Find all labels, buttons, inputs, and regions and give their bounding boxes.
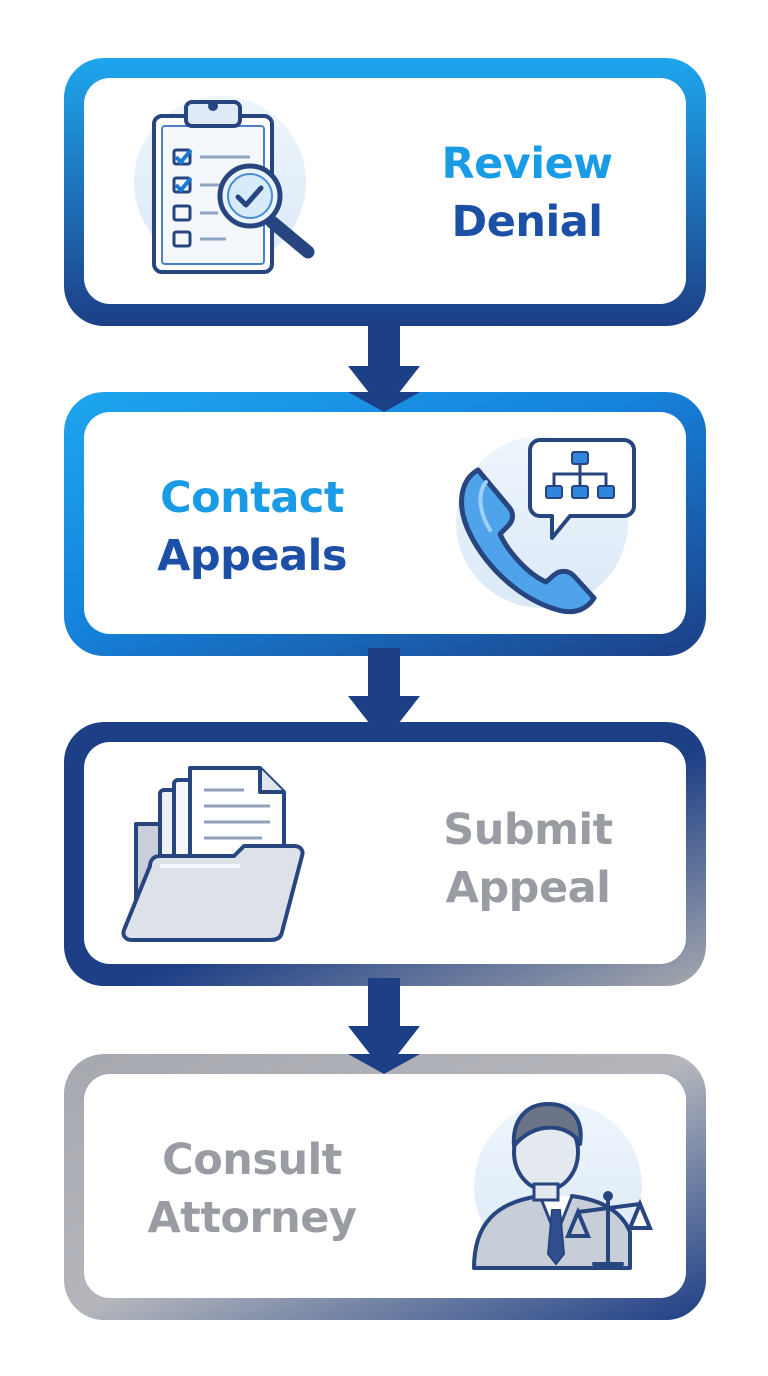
step-card-contact-appeals: Contact Appeals <box>64 392 706 656</box>
phone-org-chart-icon <box>456 436 636 615</box>
clipboard-magnifier-icon <box>134 96 315 274</box>
step-title-line2: Appeals <box>157 531 347 581</box>
step-title-line2: Appeal <box>446 863 611 913</box>
step-card-submit-appeal: Submit Appeal <box>64 722 706 986</box>
step-title-line1: Consult <box>162 1135 342 1185</box>
step-title-line1: Submit <box>443 805 612 855</box>
connector-arrow-2 <box>348 648 420 742</box>
step-card-consult-attorney: Consult Attorney <box>64 1054 706 1320</box>
connector-arrow-3 <box>348 978 420 1072</box>
attorney-scales-icon <box>472 1102 653 1270</box>
step-title-line2: Denial <box>452 197 603 247</box>
step-card-review-denial: Review Denial <box>64 58 706 326</box>
step-title-line1: Review <box>442 139 613 189</box>
step-title-line1: Contact <box>160 473 344 523</box>
connector-arrow-1 <box>348 318 420 412</box>
folder-documents-icon <box>121 766 305 942</box>
step-title-line2: Attorney <box>148 1193 357 1243</box>
